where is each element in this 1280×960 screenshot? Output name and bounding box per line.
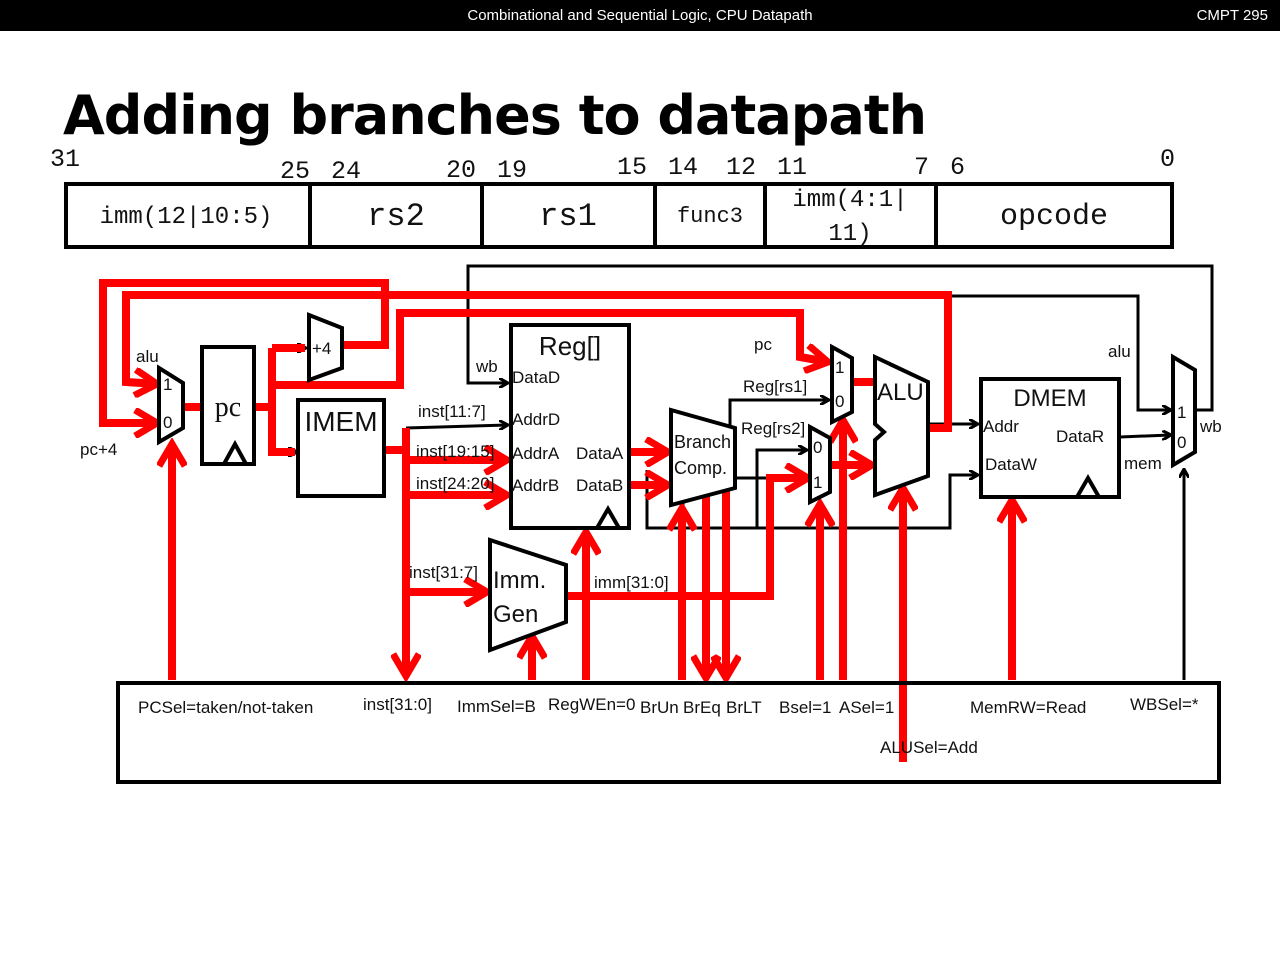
plus4-adder (307, 312, 344, 383)
immgen-label-1: Imm. (493, 567, 546, 594)
field-imm-hi: imm(12|10:5) (100, 204, 273, 231)
wire-label-pc-plus4: pc+4 (80, 440, 117, 459)
immgen-label-2: Gen (493, 601, 538, 628)
wire-label-inst-11-7: inst[11:7] (418, 402, 486, 421)
wbmux-in-0: 0 (1177, 433, 1186, 452)
clock-icons (222, 439, 1101, 530)
field-rs1: rs1 (539, 198, 597, 235)
active-path-wires (99, 279, 1012, 762)
slide-title: Adding branches to datapath (63, 84, 927, 147)
ctrl-breq: BrEq (683, 698, 721, 717)
imem-block (296, 398, 386, 498)
pc-mux (157, 364, 185, 446)
asel-mux (830, 343, 854, 426)
port-addrd: AddrD (512, 410, 560, 429)
amux-in-1: 1 (835, 358, 844, 377)
wire-label-reg-rs1: Reg[rs1] (743, 377, 807, 396)
wire-label-inst-31-7: inst[31:7] (409, 563, 478, 582)
alu-label: ALU (877, 379, 924, 406)
wire-label-mem: mem (1124, 454, 1162, 473)
ctrl-bsel: Bsel=1 (779, 698, 831, 717)
field-opcode: opcode (1000, 200, 1108, 234)
port-addr: Addr (983, 417, 1019, 436)
port-datab: DataB (576, 476, 623, 495)
wire-label-alu: alu (136, 347, 159, 366)
pc-clock-icon (222, 439, 248, 465)
wire-label-alu-wb: alu (1108, 342, 1131, 361)
dmem-block (979, 377, 1121, 499)
imm-gen (488, 537, 568, 653)
ctrl-asel: ASel=1 (839, 698, 894, 717)
ctrl-brlt: BrLT (726, 698, 762, 717)
field-rs2: rs2 (367, 198, 425, 235)
bit-6: 6 (950, 153, 965, 182)
wire-label-inst-19-15: inst[19:15] (416, 442, 494, 461)
wire-label-wb-out: wb (1199, 417, 1222, 436)
field-imm-lo-1: imm(4:1| (792, 187, 907, 214)
bit-24: 24 (331, 157, 361, 186)
branch-comparator (669, 407, 737, 508)
bmux-in-1: 1 (813, 473, 822, 492)
black-wires (278, 264, 1214, 680)
bsel-mux (808, 423, 832, 506)
bit-25: 25 (280, 157, 310, 186)
control-unit (116, 681, 1221, 784)
port-addrb: AddrB (512, 476, 559, 495)
ctrl-alusel: ALUSel=Add (880, 738, 978, 757)
instruction-format: imm(12|10:5) rs2 rs1 func3 imm(4:1| 11) … (64, 182, 1174, 249)
ctrl-regwen: RegWEn=0 (548, 695, 635, 714)
wire-label-reg-rs2: Reg[rs2] (741, 419, 805, 438)
wbmux-in-1: 1 (1177, 403, 1186, 422)
bit-15: 15 (617, 153, 647, 182)
ctrl-immsel: ImmSel=B (457, 697, 536, 716)
field-func3: func3 (677, 204, 743, 229)
register-file (509, 323, 631, 530)
wire-label-imm: imm[31:0] (594, 573, 669, 592)
bit-12: 12 (726, 153, 756, 182)
pc-register (200, 345, 256, 466)
bit-7: 7 (914, 153, 929, 182)
imem-label: IMEM (304, 406, 377, 437)
bit-19: 19 (497, 156, 527, 185)
bit-numbers: 31 25 24 20 19 15 14 12 11 7 6 0 (50, 145, 1175, 186)
alu-block (873, 353, 930, 498)
port-datar: DataR (1056, 427, 1104, 446)
adder-label: +4 (312, 339, 331, 358)
slide-header: Combinational and Sequential Logic, CPU … (0, 0, 1280, 31)
wire-label-wb: wb (475, 357, 498, 376)
reg-label: Reg[] (539, 331, 601, 361)
pcmux-in-0: 0 (163, 413, 172, 432)
dmem-clock-icon (1075, 474, 1101, 499)
ctrl-memrw: MemRW=Read (970, 698, 1086, 717)
port-datad: DataD (512, 368, 560, 387)
wb-mux (1171, 353, 1197, 469)
port-addra: AddrA (512, 444, 560, 463)
bit-14: 14 (668, 153, 698, 182)
pc-label: pc (215, 392, 241, 423)
port-dataw: DataW (985, 455, 1037, 474)
ctrl-brun: BrUn (640, 698, 679, 717)
bit-20: 20 (446, 156, 476, 185)
wire-label-pc: pc (754, 335, 772, 354)
amux-in-0: 0 (835, 392, 844, 411)
course-label: CMPT 295 (1196, 7, 1268, 24)
bmux-in-0: 0 (813, 438, 822, 457)
bit-31: 31 (50, 145, 80, 174)
header-title: Combinational and Sequential Logic, CPU … (467, 7, 813, 24)
bit-0: 0 (1160, 145, 1175, 174)
dmem-label: DMEM (1013, 385, 1086, 412)
pcmux-in-1: 1 (163, 375, 172, 394)
ctrl-inst: inst[31:0] (363, 695, 432, 714)
ctrl-pcsel: PCSel=taken/not-taken (138, 698, 313, 717)
field-imm-lo-2: 11) (828, 221, 871, 248)
comp-label: Comp. (674, 458, 727, 478)
bit-11: 11 (777, 153, 807, 182)
wire-label-inst-24-20: inst[24:20] (416, 474, 494, 493)
port-dataa: DataA (576, 444, 624, 463)
ctrl-wbsel: WBSel=* (1130, 695, 1199, 714)
reg-clock-icon (595, 505, 621, 530)
branch-label: Branch (674, 432, 731, 452)
